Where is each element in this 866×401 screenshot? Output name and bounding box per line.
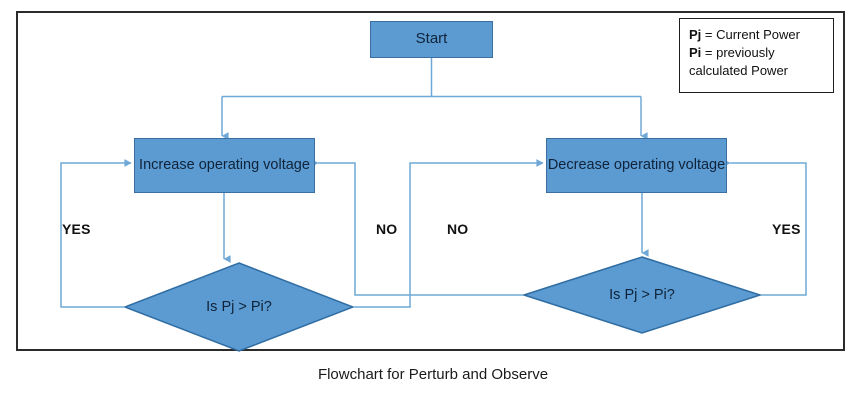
node-decrease-operating-voltage[interactable]: Decrease operating voltage	[546, 138, 727, 193]
node-increase-operating-voltage[interactable]: Increase operating voltage	[134, 138, 315, 193]
node-decrease-label: Decrease operating voltage	[547, 157, 726, 174]
legend-text-pi: = previously calculated Power	[689, 44, 788, 78]
legend-term-pj: Pj	[689, 27, 702, 42]
edge-label-yes-left: YES	[62, 221, 91, 237]
legend-term-pi: Pi	[689, 44, 702, 60]
legend-row-pi: Pi = previously calculated Power	[689, 44, 825, 80]
node-decision-left[interactable]: Is Pj > Pi?	[124, 262, 354, 352]
node-increase-label: Increase operating voltage	[139, 157, 310, 174]
legend-row-pj: Pj = Current Power	[689, 26, 825, 44]
edge-label-no-right: NO	[447, 221, 469, 237]
node-decision-right[interactable]: Is Pj > Pi?	[523, 256, 761, 334]
edge-label-yes-right: YES	[772, 221, 801, 237]
decision-right-shape	[523, 256, 761, 334]
edge-label-no-left: NO	[376, 221, 398, 237]
figure-caption: Flowchart for Perturb and Observe	[317, 366, 549, 383]
legend-text-pj: = Current Power	[701, 27, 800, 42]
node-start[interactable]: Start	[370, 21, 493, 58]
node-start-label: Start	[415, 30, 448, 48]
legend-box: Pj = Current Power Pi = previously calcu…	[679, 18, 834, 93]
decision-left-shape	[124, 262, 354, 352]
